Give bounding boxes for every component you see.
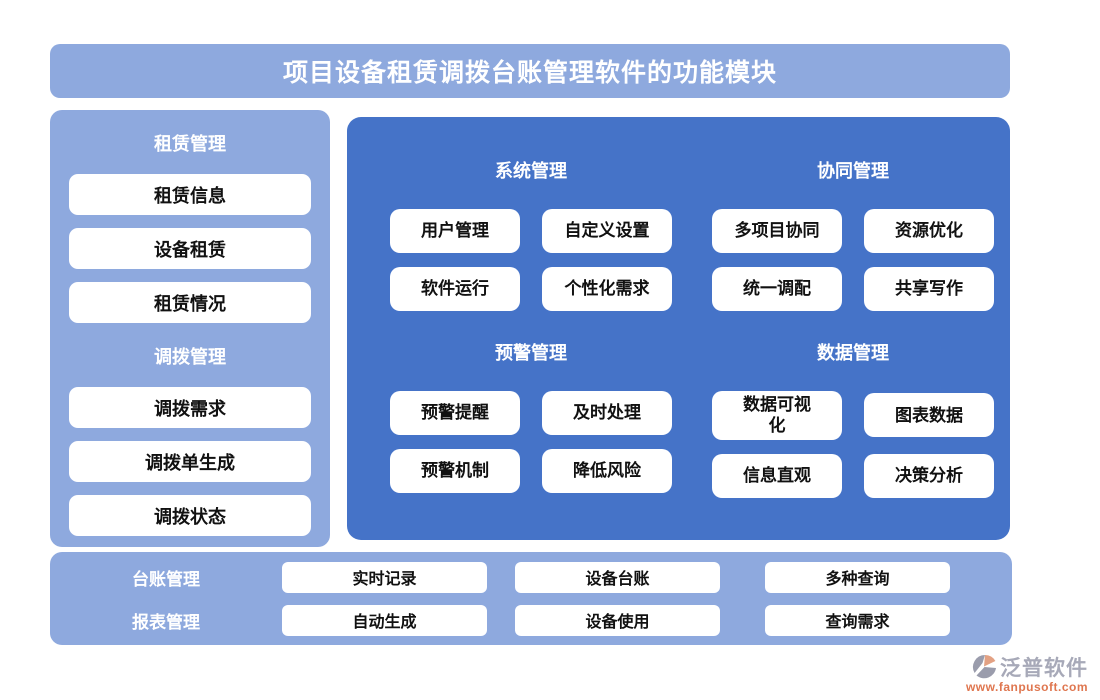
module-button-timely-handling[interactable]: 及时处理 <box>542 391 672 435</box>
bottom-button-query-demand[interactable]: 查询需求 <box>765 604 950 636</box>
module-button-chart-data[interactable]: 图表数据 <box>864 393 994 438</box>
main-panel: 系统管理 用户管理 自定义设置 软件运行 个性化需求 协同管理 多项目协同 资源… <box>347 117 1010 540</box>
module-button-warning-reminder[interactable]: 预警提醒 <box>390 391 520 435</box>
sidebar-item-equipment-rental[interactable]: 设备租赁 <box>69 228 311 269</box>
section-grid: 用户管理 自定义设置 软件运行 个性化需求 <box>385 209 677 311</box>
bottom-bar: 台账管理 实时记录 设备台账 多种查询 报表管理 自动生成 设备使用 查询需求 <box>50 552 1012 645</box>
sidebar-section-header-rental: 租赁管理 <box>154 134 226 154</box>
fanpu-logo-icon <box>972 654 998 680</box>
section-header: 预警管理 <box>495 343 567 363</box>
module-button-decision-analysis[interactable]: 决策分析 <box>864 453 994 498</box>
fanpu-logo: 泛普软件 www.fanpusoft.com <box>938 652 1088 694</box>
sidebar-item-rental-info[interactable]: 租赁信息 <box>69 174 311 215</box>
bottom-button-equipment-ledger[interactable]: 设备台账 <box>515 561 720 593</box>
section-warning-management: 预警管理 预警提醒 及时处理 预警机制 降低风险 <box>385 339 677 498</box>
section-grid: 多项目协同 资源优化 统一调配 共享写作 <box>707 209 999 311</box>
module-button-shared-writing[interactable]: 共享写作 <box>864 267 994 311</box>
section-data-management: 数据管理 数据可视化 图表数据 信息直观 决策分析 <box>707 339 999 498</box>
sidebar: 租赁管理 租赁信息 设备租赁 租赁情况 调拨管理 调拨需求 调拨单生成 调拨状态 <box>50 110 330 547</box>
module-button-warning-mechanism[interactable]: 预警机制 <box>390 449 520 493</box>
module-button-risk-reduction[interactable]: 降低风险 <box>542 449 672 493</box>
title-banner: 项目设备租赁调拨台账管理软件的功能模块 <box>50 44 1010 98</box>
bottom-label-report: 报表管理 <box>132 612 200 632</box>
section-collaboration-management: 协同管理 多项目协同 资源优化 统一调配 共享写作 <box>707 157 999 311</box>
module-button-user-management[interactable]: 用户管理 <box>390 209 520 253</box>
sidebar-section-header-dispatch: 调拨管理 <box>154 347 226 367</box>
module-button-multi-project[interactable]: 多项目协同 <box>712 209 842 253</box>
bottom-button-equipment-usage[interactable]: 设备使用 <box>515 604 720 636</box>
section-header: 协同管理 <box>817 161 889 181</box>
section-system-management: 系统管理 用户管理 自定义设置 软件运行 个性化需求 <box>385 157 677 311</box>
page-title: 项目设备租赁调拨台账管理软件的功能模块 <box>282 59 777 87</box>
section-header: 系统管理 <box>495 161 567 181</box>
sidebar-item-dispatch-demand[interactable]: 调拨需求 <box>69 387 311 428</box>
module-button-resource-optimization[interactable]: 资源优化 <box>864 209 994 253</box>
section-header: 数据管理 <box>817 343 889 363</box>
sidebar-item-dispatch-order[interactable]: 调拨单生成 <box>69 441 311 482</box>
module-button-data-visualization[interactable]: 数据可视化 <box>712 391 842 440</box>
bottom-button-multiple-query[interactable]: 多种查询 <box>765 561 950 593</box>
section-grid: 预警提醒 及时处理 预警机制 降低风险 <box>385 391 677 493</box>
sidebar-item-rental-status[interactable]: 租赁情况 <box>69 282 311 323</box>
module-button-custom-settings[interactable]: 自定义设置 <box>542 209 672 253</box>
module-button-unified-allocation[interactable]: 统一调配 <box>712 267 842 311</box>
fanpu-url: www.fanpusoft.com <box>965 680 1088 694</box>
sidebar-item-dispatch-state[interactable]: 调拨状态 <box>69 495 311 536</box>
section-grid: 数据可视化 图表数据 信息直观 决策分析 <box>707 391 999 498</box>
bottom-row-report: 报表管理 自动生成 设备使用 查询需求 <box>50 604 1012 636</box>
bottom-label-ledger: 台账管理 <box>132 569 200 589</box>
fanpu-brand-name: 泛普软件 <box>1000 657 1088 680</box>
bottom-button-auto-generate[interactable]: 自动生成 <box>282 604 487 636</box>
bottom-button-realtime-record[interactable]: 实时记录 <box>282 561 487 593</box>
module-button-software-run[interactable]: 软件运行 <box>390 267 520 311</box>
module-button-intuitive-info[interactable]: 信息直观 <box>712 453 842 498</box>
module-button-personalized-needs[interactable]: 个性化需求 <box>542 267 672 311</box>
bottom-row-ledger: 台账管理 实时记录 设备台账 多种查询 <box>50 561 1012 593</box>
